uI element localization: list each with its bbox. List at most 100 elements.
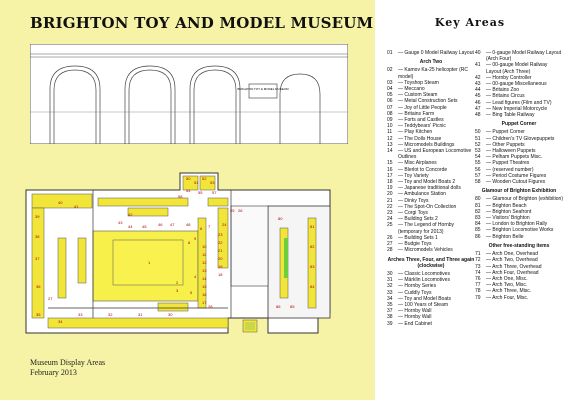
key-item: 08— Britains Farm [387,111,475,117]
plan-label: 12 [202,260,207,265]
key-item-text: — Micromodels Buildings [398,141,455,148]
key-item-number: 22 [387,203,393,210]
key-item: 23— Corgi Toys [387,210,475,216]
key-item-number: 27 [387,241,393,248]
plan-label: 84 [310,284,315,289]
key-item-number: 04 [387,86,393,93]
key-item-number: 53 [475,148,481,155]
plan-label: 80 [278,216,283,221]
plan-label: 36 [36,284,41,289]
key-item-number: 25 [387,222,393,229]
key-item-number: 32 [387,283,393,290]
key-item-number: 13 [387,141,393,148]
key-item: 07— Joy of Little People [387,105,475,111]
key-item: 73— Arch Three, Overhead [475,264,563,270]
key-item: 24 — Building Sets 2 [387,216,475,222]
key-item-number: 41 [475,62,481,69]
key-item-text: — Hornby Series [398,283,437,290]
key-item-text: — Blerlot to Concorde [398,166,448,173]
key-item-text: — Micromodels Vehicles [398,247,453,254]
key-item: 35— 100 Years of Steam [387,302,475,308]
key-item: 15— Misc Airplanes [387,160,475,166]
key-item-text: — Building Sets 2 [398,216,438,223]
key-item: 34— Toy and Model Boats [387,296,475,302]
key-item-text: — The Dolls House [398,135,442,142]
key-item-number: 31 [387,277,393,284]
key-item-number: 07 [387,104,393,111]
key-item-number: 42 [475,74,481,81]
plan-label: 31 [138,312,143,317]
key-item-number: 11 [387,129,393,136]
key-item-text: — Britains Zoo [486,87,520,94]
key-item: 77— Arch Two, Misc. [475,282,563,288]
plan-label: 30 [168,312,173,317]
plan-label: 27 [48,296,53,301]
key-item-number: 56 [475,166,481,173]
key-item-number: 74 [475,269,481,276]
key-item-number: 14 [387,148,393,155]
key-item: 41— 00-gauge Model Railway Layout (Arch … [475,62,563,74]
plan-label: 16 [202,292,207,297]
plan-label: 35 [36,312,41,317]
key-section-header: Glamour of Brighton Exhibition [481,188,557,195]
key-item: 11 — Play Kitchen [387,129,475,135]
key-item-number: 06 [387,98,393,105]
key-item: 12— The Dolls House [387,136,475,142]
key-title: Key Areas [434,16,506,29]
key-item-number: 30 [387,270,393,277]
key-item-number: 01 [387,50,393,56]
key-item: 16 — Blerlot to Concorde [387,167,475,173]
key-item-text: — Custom Steam [398,92,438,99]
plan-label: 3 [176,288,179,293]
key-item-text: — Corgi Toys [398,210,428,217]
key-item: 45— Britains Circus [475,93,563,99]
key-column-2: 40— 0-gauge Model Railway Layout (Arch F… [475,50,563,301]
key-item: 81— Brighton Beach [475,203,563,209]
plan-label: 46 [158,222,163,227]
plan-label: 50 [186,176,191,181]
key-item: 71— Arch One, Overhead [475,251,563,257]
plan-label: 51 [194,180,199,185]
key-item: 39— End Cabinet [387,321,475,327]
key-item: 01— Gauge 0 Model Railway Layout [387,50,475,56]
key-item-number: 47 [475,105,481,112]
key-item-text: — Brighton Locomotive Works [486,227,554,234]
key-item-number: 40 [475,50,481,56]
key-item-text: — Wooden Cutout Figures [486,179,546,186]
key-item-number: 86 [475,233,481,240]
plan-label: 41 [74,204,79,209]
elevation-sign: BRIGHTON TOY & MODEL MUSEUM [237,87,289,91]
key-item: 83— Visitors' Brighton [475,215,563,221]
key-item: 31— Märklin Locomotives [387,277,475,283]
key-item-number: 24 [387,216,393,223]
key-item-number: 52 [475,141,481,148]
key-item-number: 20 [387,191,393,198]
map-panel: BRIGHTON TOY AND MODEL MUSEUM BRIGHTON T… [0,0,375,400]
key-item-text: — Visitors' Brighton [486,215,530,222]
plan-label: 10 [202,244,207,249]
key-item-text: — Japanese traditional dolls [398,185,461,192]
key-item: 50— Puppet Corner [475,129,563,135]
key-item-text: — Forts and Castles [398,117,444,124]
key-item-text: — Play Kitchen [398,129,433,136]
plan-label: 52 [202,176,207,181]
key-item-number: 57 [475,172,481,179]
key-item: 74— Arch Four, Overhead [475,270,563,276]
key-item: 80— Glamour of Brighton (exhibition) [475,196,563,202]
key-item-text: — (reserved number) [486,166,534,173]
plan-label: 24 [222,222,227,227]
key-item-text: — 100 Years of Steam [398,301,449,308]
key-item-text: — Period Costume Figures [486,172,547,179]
key-item-number: 48 [475,112,481,119]
key-item-text: — Kamov Ka-25 helicopter (RC model) [398,67,469,80]
key-item-number: 16 [387,166,393,173]
plan-label: 8 [188,240,191,245]
key-item-number: 10 [387,123,393,130]
key-item: 84— London to Brighton Rally [475,221,563,227]
key-item-text: — Building Sets 1 [398,234,438,241]
key-item: 25— The Legend of Hornby (temporary for … [387,222,475,234]
key-item: 21— Dinky Toys [387,198,475,204]
key-item: 72— Arch Two, Overhead [475,257,563,263]
plan-label: 53 [210,180,215,185]
key-item-text: — Arch Three, Misc. [486,288,532,295]
